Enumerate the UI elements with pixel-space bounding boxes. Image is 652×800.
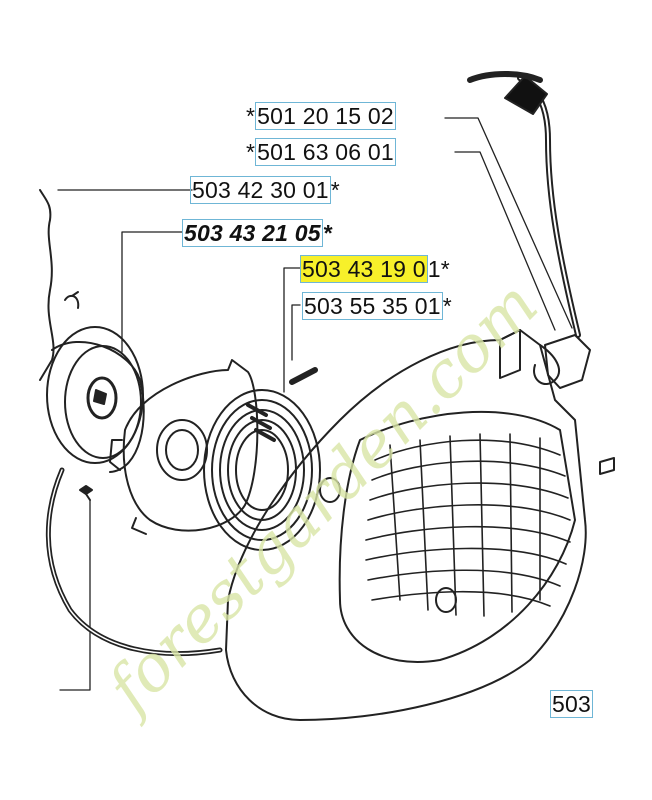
part-label-503-42-30-01: 503 42 30 01*	[190, 176, 340, 204]
part-label-suffix: *	[330, 177, 340, 203]
part-number[interactable]: 503 43 21 05	[182, 219, 323, 247]
starter-rope	[467, 71, 581, 338]
rope-pulley	[46, 326, 145, 473]
part-number[interactable]: 503 55 35 01	[302, 292, 443, 320]
leader-lines	[57, 117, 573, 691]
part-label-suffix: *	[440, 256, 450, 282]
part-label-suffix: *	[322, 220, 332, 246]
part-number-highlighted[interactable]: 503 43 19 0	[300, 255, 428, 283]
part-number[interactable]: 503 42 30 01	[190, 176, 331, 204]
part-label-prefix: *	[246, 103, 256, 129]
part-label-prefix: *	[246, 139, 256, 165]
part-number[interactable]: 501 63 06 01	[255, 138, 396, 166]
rope-loop	[45, 467, 223, 657]
part-number[interactable]: 503	[550, 690, 593, 718]
starter-housing	[225, 329, 587, 721]
part-label-503-43-21-05: 503 43 21 05*	[182, 219, 332, 247]
part-label-501-63-06-01: *501 63 06 01	[246, 138, 396, 166]
part-label-suffix: *	[442, 293, 452, 319]
part-label-501-20-15-02: *501 20 15 02	[246, 102, 396, 130]
spring-cassette	[109, 359, 259, 535]
engine-outline	[39, 189, 80, 381]
rope-grommet	[544, 334, 591, 389]
part-label-503-55-35-01: 503 55 35 01*	[302, 292, 452, 320]
bolt-stub	[599, 457, 615, 475]
part-number-main: 503 43 19 0	[302, 256, 426, 282]
housing-grille	[365, 433, 571, 617]
part-label-503-43-19-01: 503 43 19 01*	[300, 255, 450, 283]
watermark-text: forestgarden.com	[91, 268, 552, 729]
screw	[79, 485, 93, 501]
part-number[interactable]: 501 20 15 02	[255, 102, 396, 130]
part-label-503-truncated: 503	[550, 690, 593, 718]
part-number-tail: 1	[427, 256, 441, 282]
